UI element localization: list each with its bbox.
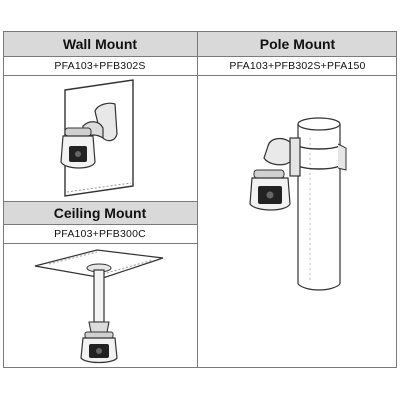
table-border-left xyxy=(3,31,4,368)
left-row-divider xyxy=(3,201,198,202)
wall-mount-code: PFA103+PFB302S xyxy=(54,60,146,72)
wall-mount-illustration xyxy=(60,79,134,197)
ceiling-code-divider xyxy=(3,243,198,244)
pole-mount-illustration xyxy=(249,117,347,291)
pole-mount-title: Pole Mount xyxy=(198,32,397,56)
code-divider xyxy=(3,75,397,76)
table-border-right xyxy=(396,31,397,368)
ceiling-mount-code: PFA103+PFB300C xyxy=(54,228,146,240)
ceiling-header-divider xyxy=(3,224,198,225)
table-border-bottom xyxy=(3,367,397,368)
wall-mount-title: Wall Mount xyxy=(3,32,197,56)
header-divider xyxy=(3,56,397,57)
ceiling-mount-illustration xyxy=(34,249,164,364)
pole-mount-code: PFA103+PFB302S+PFA150 xyxy=(229,60,366,72)
column-divider xyxy=(197,31,198,368)
table-border-top xyxy=(3,31,397,32)
ceiling-mount-title: Ceiling Mount xyxy=(3,202,197,224)
